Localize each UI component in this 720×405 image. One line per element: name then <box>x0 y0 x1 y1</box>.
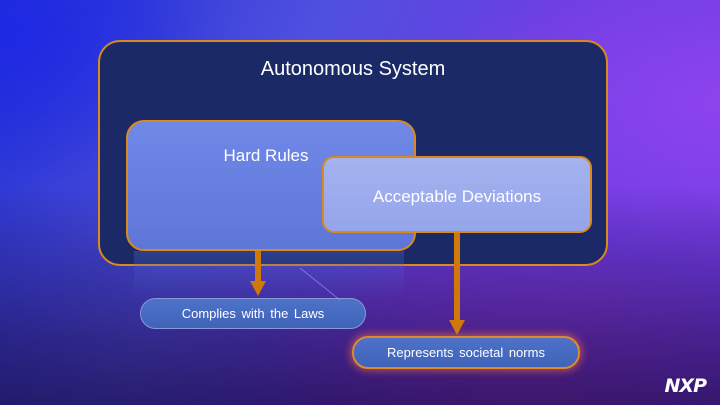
complies-with-laws-label: Complies with the Laws <box>140 298 366 329</box>
nxp-logo: NXP <box>664 375 707 397</box>
acceptable-deviations-box: Acceptable Deviations <box>322 156 592 233</box>
autonomous-system-title: Autonomous System <box>260 58 446 80</box>
arrow-head-norms <box>449 320 465 335</box>
acceptable-deviations-title: Acceptable Deviations <box>372 187 542 206</box>
hard-rules-title: Hard Rules <box>223 146 309 165</box>
hard-rules-shadow <box>134 251 404 297</box>
societal-norms-label: Represents societal norms <box>352 336 580 369</box>
